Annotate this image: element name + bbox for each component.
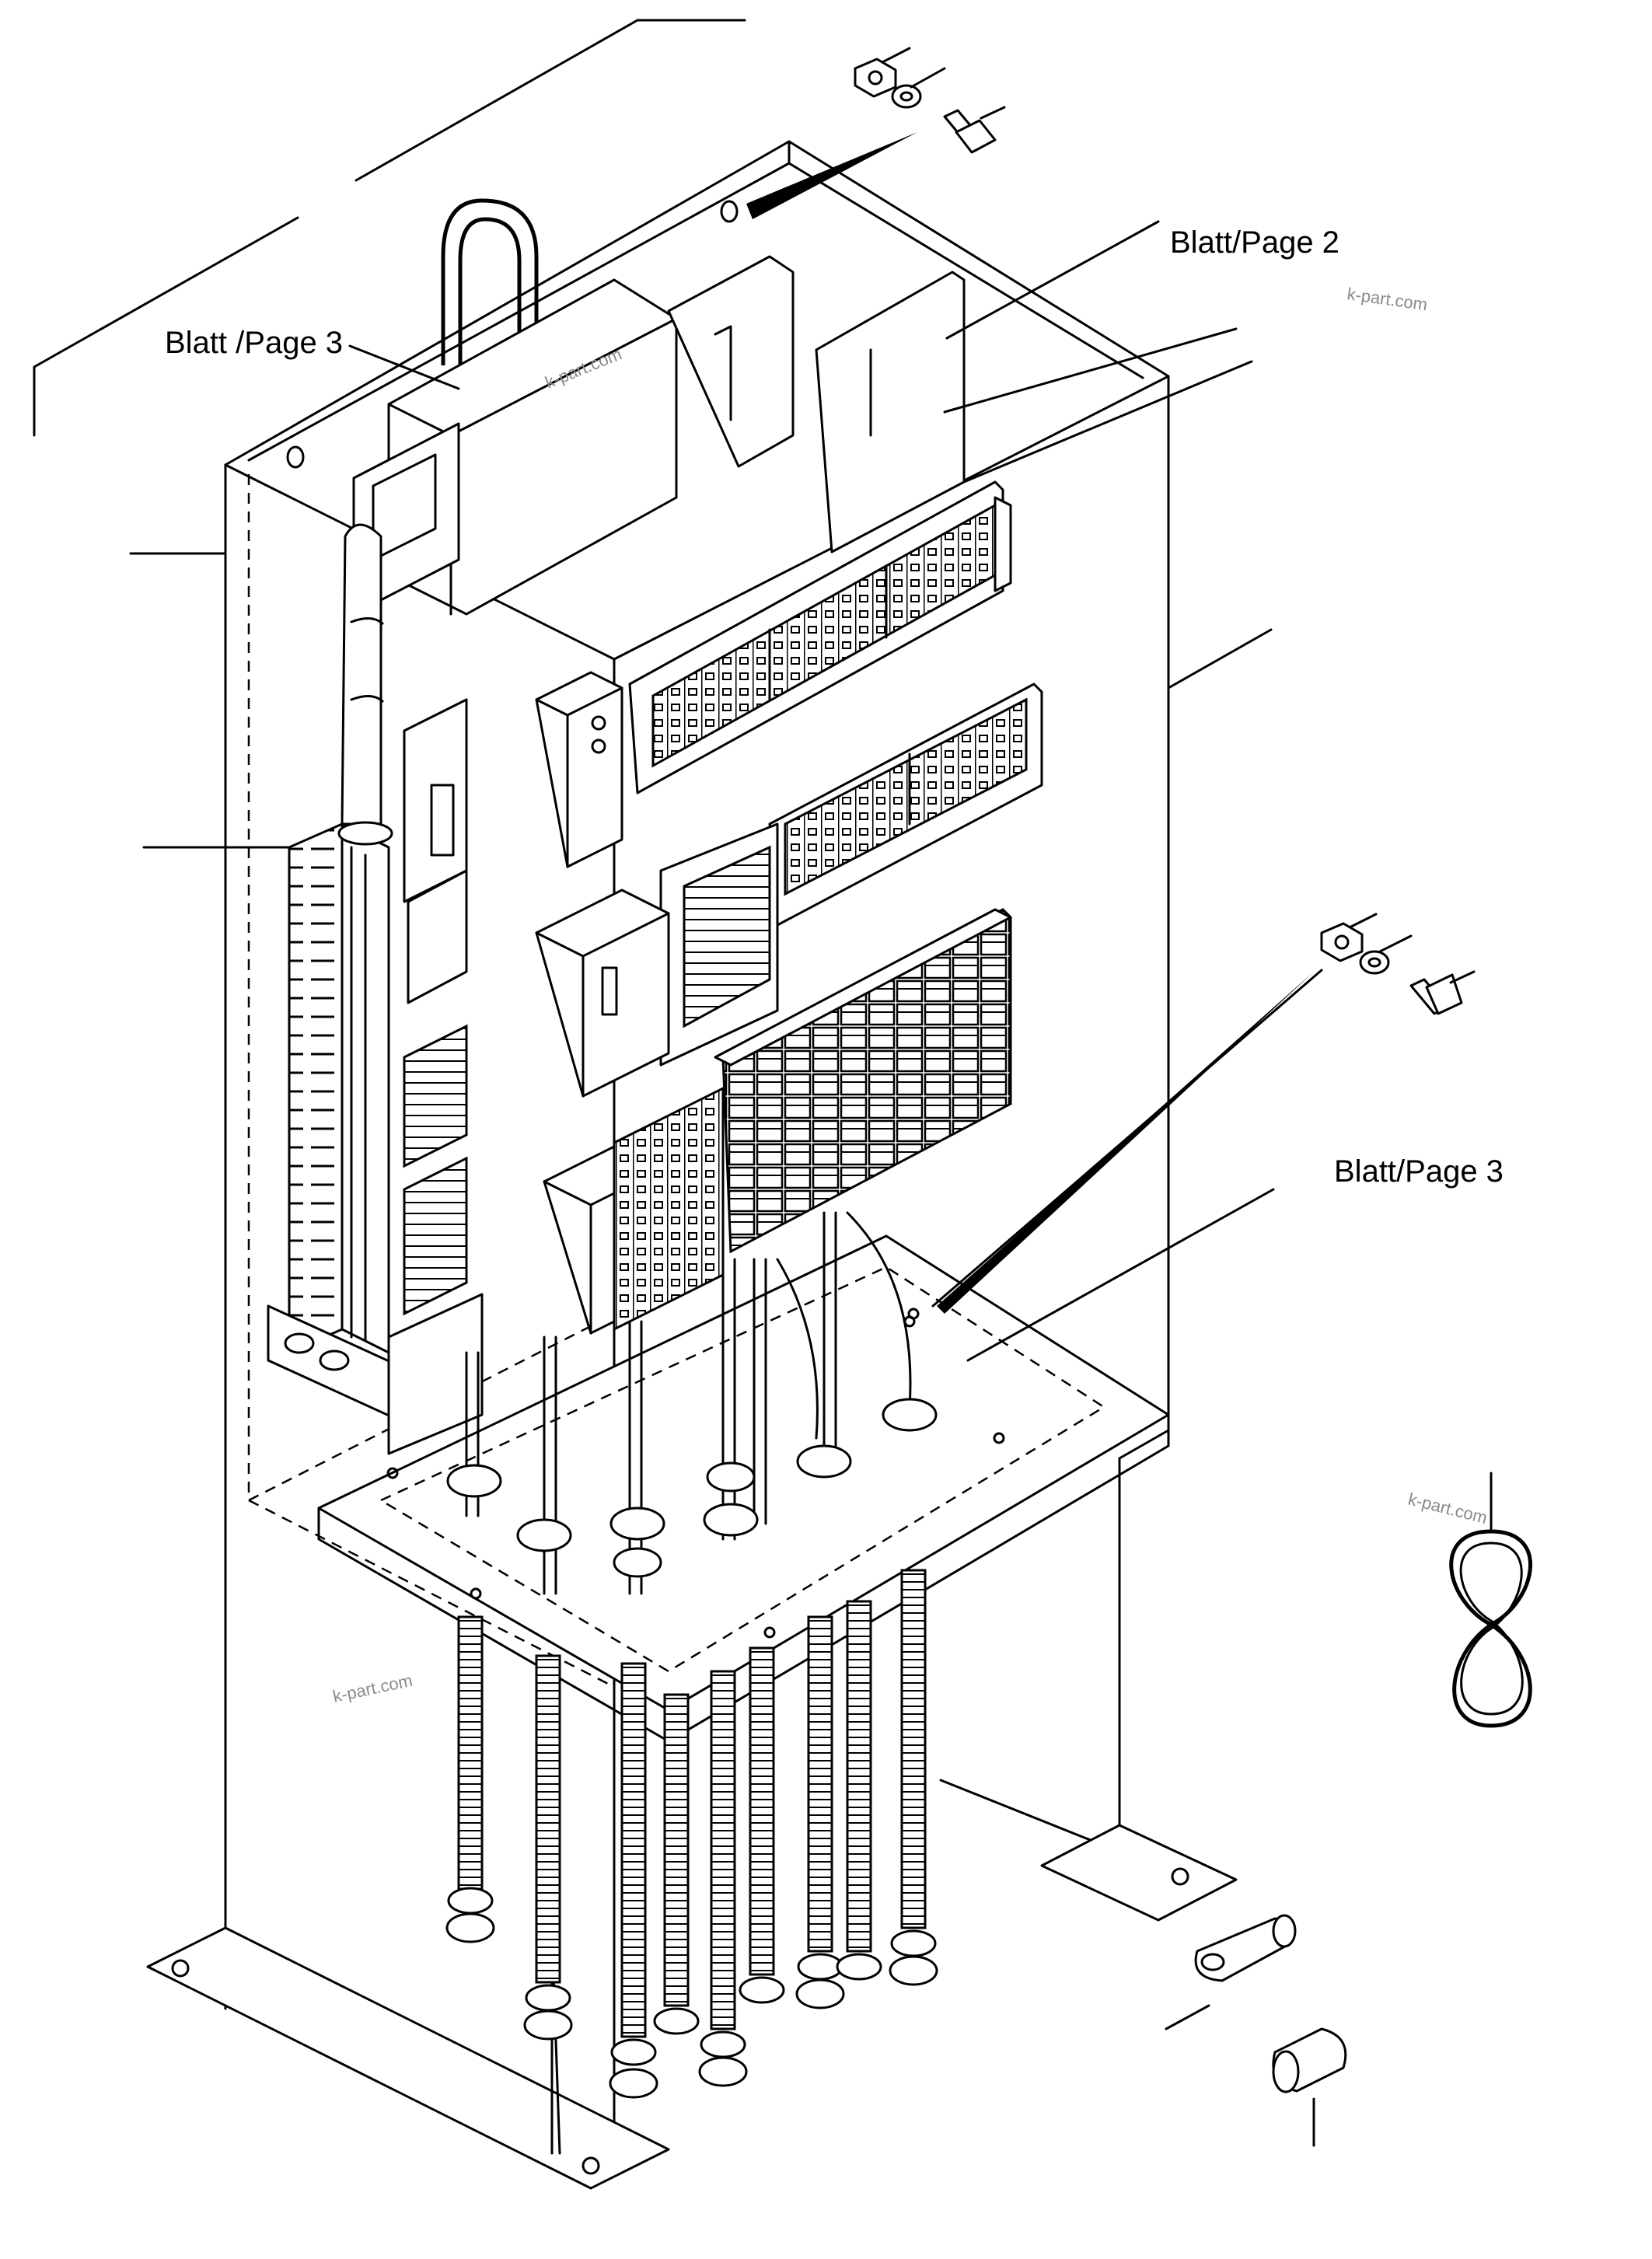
callout-page-2: Blatt/Page 2 — [1170, 225, 1339, 260]
conduit-fittings — [445, 1887, 938, 2099]
exploded-frame-lines — [33, 19, 746, 437]
watermark: k-part.com — [1406, 1489, 1490, 1528]
terminal-strip-top — [628, 480, 1012, 794]
relay-module-1 — [535, 671, 623, 868]
relay-module-2 — [535, 889, 670, 1098]
terminal-strip-middle — [768, 683, 1043, 927]
terminal-block-bank — [613, 908, 1012, 1332]
watermark: k-part.com — [331, 1671, 414, 1706]
upper-box-assembly — [352, 278, 678, 616]
cable-lug — [1165, 1914, 1297, 2030]
screw-set-top — [746, 47, 1006, 219]
left-wiring-duct — [267, 821, 406, 1424]
lifting-handle — [441, 198, 539, 365]
connector-sleeve — [1272, 2027, 1347, 2147]
screw-set-right — [931, 913, 1476, 1314]
callout-page-3-right: Blatt/Page 3 — [1334, 1154, 1504, 1189]
cable-conduits — [445, 1211, 938, 2099]
din-rail-backplate — [667, 255, 966, 553]
cable-tie-loop — [1449, 1472, 1532, 1728]
terminal-strip-lower — [659, 822, 779, 1067]
callout-page-3-upper: Blatt /Page 3 — [165, 326, 343, 360]
left-internal-modules — [387, 698, 484, 1455]
callout-leaders — [129, 220, 1275, 1362]
gland-grommets — [446, 1398, 938, 1578]
vertical-cable — [341, 523, 384, 826]
watermark: k-part.com — [1346, 284, 1428, 314]
